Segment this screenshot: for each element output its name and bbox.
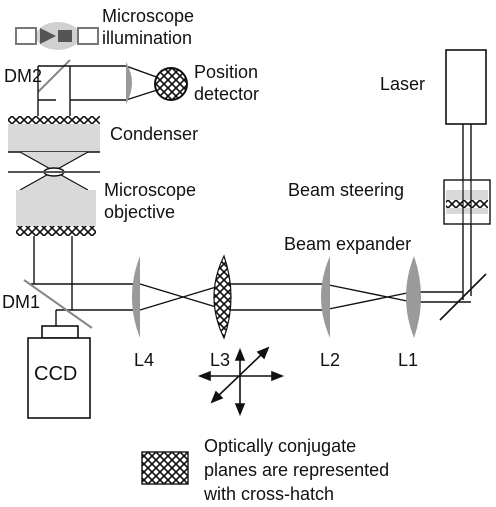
condenser	[8, 116, 100, 153]
condenser-label: Condenser	[110, 124, 198, 144]
microscope-objective-label-1: Microscope	[104, 180, 196, 200]
laser-label: Laser	[380, 74, 425, 94]
dm1-mirror	[23, 279, 93, 329]
dm1-label: DM1	[2, 292, 40, 312]
horizontal-beam-path	[30, 236, 471, 326]
legend-line-2: planes are represented	[204, 460, 389, 480]
l3-label: L3	[210, 350, 230, 370]
ccd-label: CCD	[34, 363, 77, 385]
microscope-objective-label-2: objective	[104, 202, 175, 222]
legend-crosshatch-swatch	[141, 451, 189, 485]
lens-l2	[321, 256, 330, 338]
axis-arrows	[197, 346, 285, 417]
l4-label: L4	[134, 350, 154, 370]
microscope-illumination-label-2: illumination	[102, 28, 192, 48]
beam-steering	[443, 179, 491, 225]
beam-steering-label: Beam steering	[288, 180, 404, 200]
position-detector-label-1: Position	[194, 62, 258, 82]
l2-label: L2	[320, 350, 340, 370]
position-detector	[154, 67, 188, 101]
laser-box	[445, 49, 487, 125]
microscope-objective	[16, 190, 96, 236]
legend-line-1: Optically conjugate	[204, 436, 356, 456]
lens-l1	[406, 256, 421, 338]
dm2-label: DM2	[4, 66, 42, 86]
ccd-camera	[27, 325, 91, 419]
legend-line-3: with cross-hatch	[203, 484, 334, 504]
lens-l4	[132, 256, 140, 338]
l1-label: L1	[398, 350, 418, 370]
microscope-illumination-label-1: Microscope	[102, 6, 194, 26]
steering-mirror	[439, 273, 487, 321]
microscope-illumination	[15, 22, 99, 50]
dm2-mirror	[37, 59, 71, 93]
sample-focus	[8, 151, 100, 191]
detector-beam-path	[37, 65, 177, 116]
beam-expander-label: Beam expander	[284, 234, 411, 254]
lens-l3	[213, 254, 232, 340]
position-detector-label-2: detector	[194, 84, 259, 104]
detector-lens	[126, 62, 132, 104]
